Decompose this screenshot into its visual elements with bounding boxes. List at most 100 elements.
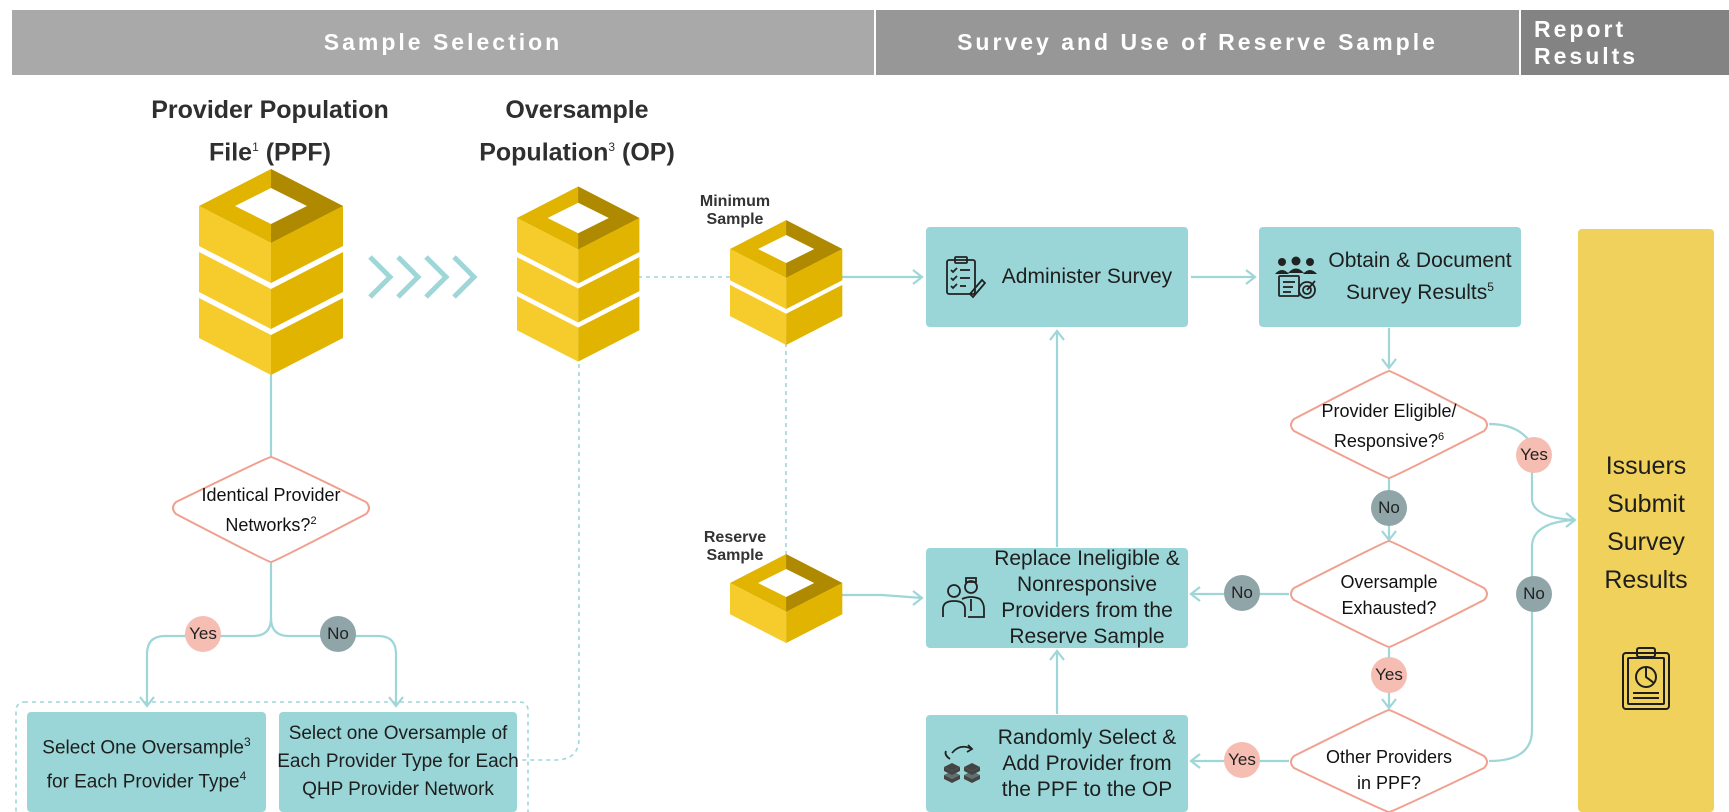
identical-no-badge: No: [320, 616, 356, 652]
reserve-sample-label: Reserve Sample: [690, 529, 780, 565]
eligible-text: Provider Eligible/ Responsive?6: [1294, 398, 1484, 454]
other-yes-badge: Yes: [1224, 742, 1260, 778]
random-line3: the PPF to the OP: [1001, 777, 1173, 801]
replace-line1: Replace Ineligible &: [994, 547, 1180, 570]
select-each-line1: Select one Oversample of: [288, 723, 508, 744]
team-target-icon: [1275, 256, 1317, 299]
administer-survey-box: Administer Survey: [926, 227, 1188, 327]
select-one-line1: Select One Oversample3: [27, 728, 266, 762]
identical-text: Identical Provider Networks?2: [176, 482, 366, 538]
line-op-to-select-each: [520, 348, 580, 761]
issuers-line2: Submit: [1607, 490, 1685, 518]
obtain-document-text: Obtain & Document Survey Results5: [1319, 248, 1521, 306]
line-other-to-issuers: [1488, 518, 1576, 763]
obtain-document-box: Obtain & Document Survey Results5: [1259, 227, 1521, 327]
identical-sup: 2: [310, 515, 317, 527]
identical-line1: Identical Provider: [201, 485, 341, 505]
select-one-l1: Select One Oversample: [42, 737, 244, 758]
op-title-line1: Oversample: [505, 96, 649, 124]
minimum-sample-line1: Minimum: [699, 193, 771, 210]
replace-line4: Reserve Sample: [1009, 625, 1165, 648]
arrow-right-down: [388, 696, 404, 708]
eligible-line2: Responsive?6: [1334, 424, 1444, 454]
exhausted-no-badge: No: [1224, 575, 1260, 611]
exhausted-yes-badge: Yes: [1371, 657, 1407, 693]
ppf-title-sup: 1: [252, 140, 259, 154]
select-each-box: Select one Oversample of Each Provider T…: [277, 712, 519, 812]
header-report-results: Report Results: [1521, 10, 1729, 75]
select-each-line3: QHP Provider Network: [302, 779, 494, 800]
other-line1: Other Providers: [1325, 747, 1453, 767]
arrow-left-down: [139, 696, 155, 708]
random-line2: Add Provider from: [1002, 751, 1172, 775]
select-one-l2: for Each Provider Type: [46, 771, 240, 793]
eligible-sup: 6: [1437, 431, 1445, 443]
exhausted-line2: Exhausted?: [1341, 598, 1437, 618]
exhausted-text: Oversample Exhausted?: [1294, 567, 1484, 623]
replace-line2: Nonresponsive: [1016, 573, 1158, 596]
select-one-sup2: 4: [239, 769, 247, 783]
ppf-title-line2: File1 (PPF): [120, 129, 420, 171]
clipboard-checklist-icon: [946, 256, 986, 299]
select-one-line2: for Each Provider Type4: [27, 762, 266, 796]
doctors-icon: [942, 577, 985, 618]
chevron-right-icon: [368, 255, 478, 299]
header-sample-selection-label: Sample Selection: [323, 29, 563, 55]
op-title-abbr: (OP): [615, 138, 675, 167]
header-report-results-label: Report Results: [1534, 15, 1639, 69]
eligible-no-badge: No: [1371, 490, 1407, 526]
identical-diamond: [172, 455, 370, 564]
random-select-box: Randomly Select & Add Provider from the …: [926, 715, 1188, 812]
obtain-sup: 5: [1487, 280, 1494, 294]
exhausted-diamond: [1290, 539, 1488, 649]
other-no-badge: No: [1516, 576, 1552, 612]
header-sample-selection: Sample Selection: [12, 10, 874, 75]
replace-box: Replace Ineligible & Nonresponsive Provi…: [926, 546, 1188, 650]
reserve-sample-line2: Sample: [706, 547, 764, 564]
line-reserve-to-replace: [840, 593, 923, 600]
report-clipboard-icon: [1622, 647, 1670, 710]
header-survey-reserve: Survey and Use of Reserve Sample: [876, 10, 1519, 75]
reserve-sample-line1: Reserve: [703, 529, 767, 546]
ppf-title-abbr: (PPF): [258, 138, 331, 167]
issuers-line1: Issuers: [1605, 452, 1687, 480]
op-title: Oversample Population3 (OP): [457, 92, 697, 171]
op-title-line2: Population3 (OP): [457, 129, 697, 171]
minimum-sample-line2: Sample: [706, 211, 764, 228]
issuers-line4: Results: [1604, 566, 1688, 594]
other-text: Other Providers in PPF?: [1294, 742, 1484, 798]
identical-yes-badge: Yes: [185, 616, 221, 652]
select-one-box: Select One Oversample3 for Each Provider…: [27, 712, 266, 812]
exhausted-line1: Oversample: [1340, 572, 1438, 592]
identical-line2: Networks?2: [225, 508, 316, 538]
eligible-line1: Provider Eligible/: [1321, 401, 1457, 421]
minimum-sample-label: Minimum Sample: [690, 193, 780, 229]
other-diamond: [1290, 708, 1488, 812]
obtain-results: Survey Results: [1346, 281, 1488, 304]
ppf-title-file: File: [209, 138, 253, 167]
select-boxes-group: [15, 701, 529, 812]
select-each-line2: Each Provider Type for Each: [277, 751, 519, 772]
eligible-yes-badge: Yes: [1516, 437, 1552, 473]
obtain-line2: Survey Results5: [1319, 274, 1521, 306]
other-line2: in PPF?: [1356, 773, 1422, 793]
random-select-text: Randomly Select & Add Provider from the …: [986, 725, 1188, 803]
replace-line3: Providers from the: [1001, 599, 1173, 622]
administer-survey-text: Administer Survey: [1001, 265, 1173, 288]
issuers-line3: Survey: [1607, 528, 1685, 556]
select-one-sup1: 3: [244, 734, 251, 749]
ppf-title-line1: Provider Population: [151, 96, 389, 124]
eligible-diamond: [1290, 369, 1488, 480]
header-survey-reserve-label: Survey and Use of Reserve Sample: [957, 29, 1438, 55]
random-line1: Randomly Select &: [997, 725, 1177, 749]
op-title-sup: 3: [608, 140, 616, 154]
line-identical-split-right: [269, 617, 398, 704]
obtain-line1: Obtain & Document: [1328, 249, 1512, 272]
issuers-text: Issuers Submit Survey Results: [1578, 447, 1714, 599]
eligible-q: Responsive?: [1333, 431, 1438, 451]
replace-text: Replace Ineligible & Nonresponsive Provi…: [986, 546, 1188, 650]
op-title-population: Population: [479, 138, 609, 167]
select-each-text: Select one Oversample of Each Provider T…: [273, 720, 523, 804]
